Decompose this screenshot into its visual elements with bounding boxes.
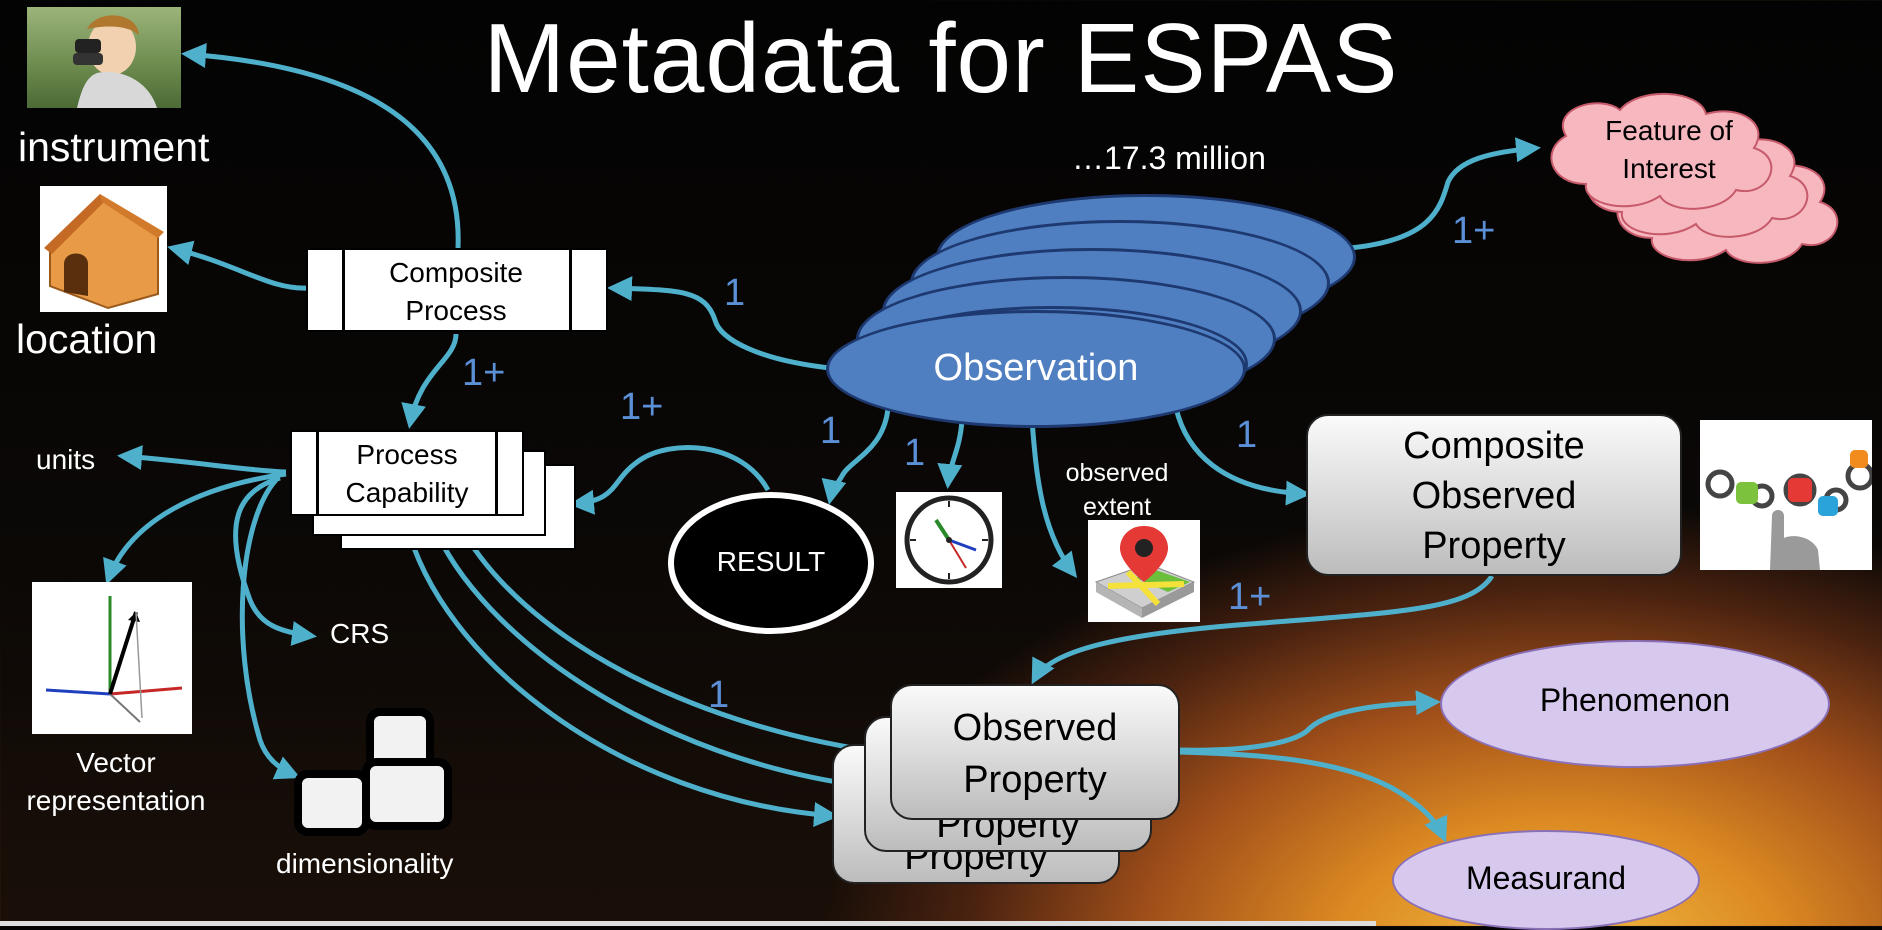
map-pin-icon — [1088, 520, 1200, 622]
instrument-photo-icon — [27, 7, 181, 108]
instrument-label: instrument — [18, 124, 210, 170]
composite-observed-property-node: Composite Observed Property — [1306, 414, 1682, 576]
arrow-composite-to-observed — [1031, 574, 1495, 685]
arrow-observed-to-measurand — [1177, 749, 1448, 843]
cardinality-obs-result: 1 — [820, 410, 842, 452]
observed-extent-label: observed extent — [1065, 459, 1169, 521]
result-node: RESULT — [668, 492, 874, 634]
cardinality-result-capability: 1+ — [620, 386, 664, 428]
arrow-capability-to-dimensionality — [239, 478, 301, 780]
dimensionality-label: dimensionality — [276, 848, 454, 879]
vector-representation-label: Vector representation — [26, 747, 206, 816]
cardinality-obs-process: 1 — [724, 272, 746, 314]
measurand-node: Measurand — [1392, 830, 1700, 930]
observed-property-node: Observed Property — [890, 684, 1180, 820]
arrow-process-to-capability — [401, 333, 459, 429]
arrow-obs-to-composite-property — [1173, 407, 1311, 506]
slide-title: Metadata for ESPAS — [483, 3, 1399, 113]
arrow-capability-to-units — [117, 445, 287, 475]
arrow-capability-to-observed-1 — [455, 520, 899, 764]
arrow-obs-to-process — [607, 276, 831, 371]
arrow-capability-to-observed-3 — [403, 521, 839, 827]
bottom-divider — [0, 921, 1376, 926]
arrow-capability-to-vector — [103, 471, 287, 585]
crs-label: CRS — [330, 618, 390, 649]
composite-observed-property-label: Composite Observed Property — [1403, 425, 1585, 567]
arrow-process-to-location — [167, 240, 309, 291]
dimensionality-cubes-icon — [294, 708, 456, 836]
cardinality-obs-time: 1 — [904, 432, 926, 474]
arrow-obs-to-feature — [1349, 137, 1541, 251]
observation-node: Observation — [826, 310, 1246, 428]
observation-count: …17.3 million — [1072, 140, 1266, 176]
gears-icon — [1700, 420, 1872, 570]
arrow-observed-to-phenomenon — [1177, 690, 1441, 753]
feature-of-interest-label: Feature of Interest — [1605, 115, 1733, 184]
location-doghouse-icon — [40, 186, 167, 312]
observed-property-label: Observed Property — [952, 707, 1118, 801]
feature-of-interest-cloud — [1550, 92, 1839, 264]
arrow-capability-to-observed-2 — [429, 521, 869, 796]
location-label: location — [16, 316, 158, 362]
vector-axes-icon — [32, 582, 192, 734]
units-label: units — [36, 444, 96, 475]
cardinality-obs-composite: 1 — [1236, 414, 1258, 456]
process-capability-node: Process Capability — [290, 430, 524, 516]
cardinality-composite-observed: 1+ — [1228, 576, 1272, 618]
composite-process-node: Composite Process — [306, 248, 608, 332]
process-capability-label: Process Capability — [345, 439, 469, 508]
arrow-obs-to-result — [821, 407, 891, 505]
arrow-obs-to-extent — [1029, 419, 1078, 578]
observation-label: Observation — [933, 347, 1139, 389]
clock-icon — [896, 492, 1002, 588]
result-label: RESULT — [716, 546, 826, 577]
measurand-label: Measurand — [1465, 860, 1627, 896]
cardinality-process-capability: 1+ — [462, 352, 506, 394]
arrow-obs-to-clock — [937, 419, 965, 489]
composite-process-label: Composite Process — [389, 257, 523, 326]
phenomenon-node: Phenomenon — [1440, 640, 1830, 768]
arrow-process-to-instrument — [181, 43, 461, 249]
cardinality-capability-observed: 1 — [708, 674, 730, 716]
phenomenon-label: Phenomenon — [1539, 682, 1731, 718]
cardinality-obs-feature: 1+ — [1452, 210, 1496, 252]
arrow-result-to-capability — [569, 445, 771, 515]
